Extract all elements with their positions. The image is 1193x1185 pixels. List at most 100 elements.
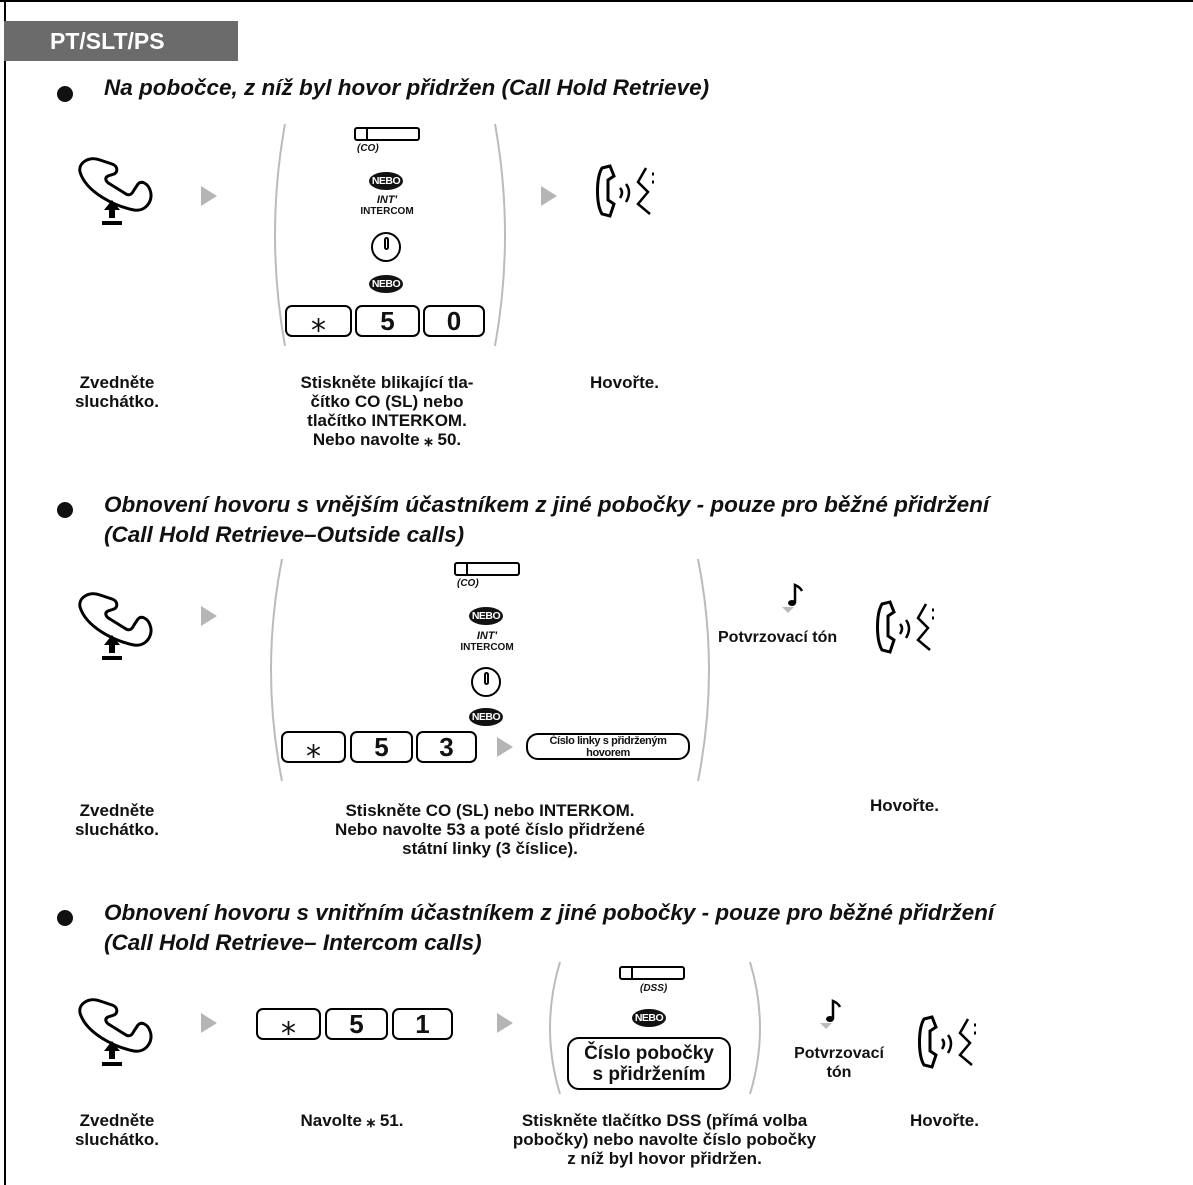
key-5[interactable]: 5 bbox=[325, 1008, 388, 1040]
tone-label-line2: tón bbox=[826, 1064, 852, 1081]
text: tlačítko bbox=[307, 411, 372, 430]
step2-line3: státní linky (3 číslice). bbox=[270, 839, 710, 858]
step-arrow bbox=[497, 737, 513, 757]
text: . bbox=[629, 801, 635, 820]
talk-icon bbox=[918, 1015, 976, 1069]
step-arrow bbox=[201, 1013, 217, 1033]
key-1[interactable]: 1 bbox=[392, 1008, 453, 1040]
step2-desc: Stiskněte blikající tla- čítko CO (SL) n… bbox=[272, 373, 502, 449]
co-button[interactable] bbox=[354, 127, 420, 141]
key-0[interactable]: 0 bbox=[423, 305, 485, 337]
tone-label-line1: Potvrzovací bbox=[794, 1045, 884, 1062]
step3-desc: Hovořte. bbox=[870, 796, 939, 815]
or-badge: NEBO bbox=[369, 275, 403, 293]
text: (SL) nebo bbox=[451, 801, 540, 820]
text: Nebo navolte bbox=[335, 820, 447, 839]
option-bracket bbox=[549, 961, 761, 1095]
co-label: (CO) bbox=[357, 143, 379, 154]
text: a poté bbox=[465, 820, 525, 839]
section3-heading-line1: Obnovení hovoru s vnitřním účastníkem z … bbox=[104, 900, 995, 925]
step1-desc: Zvedněte sluchátko. bbox=[74, 1111, 160, 1149]
bold: číslo přidržené bbox=[524, 820, 645, 839]
section3-heading-line2: (Call Hold Retrieve– Intercom calls) bbox=[104, 930, 482, 955]
int-label: INT' bbox=[376, 194, 398, 206]
text: Navolte ⁎ bbox=[300, 1111, 380, 1130]
step-arrow bbox=[541, 186, 557, 206]
key-star[interactable]: ⁎ bbox=[281, 731, 346, 764]
key-star[interactable]: ⁎ bbox=[256, 1008, 321, 1041]
step3-desc: Hovořte. bbox=[590, 373, 659, 392]
key-star[interactable]: ⁎ bbox=[285, 305, 352, 338]
step-arrow bbox=[201, 186, 217, 206]
step3-desc: Stiskněte tlačítko DSS (přímá volba pobo… bbox=[462, 1111, 867, 1168]
step-arrow bbox=[497, 1013, 513, 1033]
tone-label: Potvrzovací tón bbox=[718, 629, 838, 646]
bold: 53 bbox=[446, 820, 466, 839]
step2-line2: čítko CO (SL) nebo bbox=[272, 392, 502, 411]
step2-line1: Stiskněte CO (SL) nebo INTERKOM. bbox=[270, 801, 710, 820]
text: . bbox=[462, 411, 467, 430]
text: . bbox=[757, 1149, 762, 1168]
step3-line2: pobočky) nebo navolte číslo pobočky bbox=[462, 1130, 867, 1149]
co-bold: CO bbox=[354, 392, 381, 411]
handset-offhook-icon bbox=[78, 592, 153, 660]
section2-heading-line2: (Call Hold Retrieve–Outside calls) bbox=[104, 522, 465, 547]
music-note-icon bbox=[782, 583, 804, 613]
intercom-text: INTERCOM bbox=[460, 642, 514, 653]
step2-line3: tlačítko INTERKOM. bbox=[272, 411, 502, 430]
step3-line3: z níž byl hovor přidržen. bbox=[462, 1149, 867, 1168]
section3-heading: Obnovení hovoru s vnitřním účastníkem z … bbox=[104, 898, 994, 958]
key-5[interactable]: 5 bbox=[350, 731, 413, 763]
line-number-field[interactable]: Číslo linky s přidrženým hovorem bbox=[526, 733, 690, 760]
step2-desc: Navolte ⁎ 51. bbox=[262, 1111, 442, 1130]
tone-label: Potvrzovací tón bbox=[774, 1044, 904, 1082]
key-5[interactable]: 5 bbox=[355, 305, 420, 337]
section3-bullet bbox=[57, 910, 73, 926]
or-badge: NEBO bbox=[369, 172, 403, 190]
step2-line4: Nebo navolte ⁎ 50. bbox=[312, 430, 462, 449]
bold: z níž byl hovor přidržen bbox=[567, 1149, 758, 1168]
interkom-bold: INTERKOM bbox=[539, 801, 630, 820]
or-badge: NEBO bbox=[469, 607, 503, 625]
bold: státní linky bbox=[402, 839, 491, 858]
or-badge: NEBO bbox=[632, 1009, 666, 1027]
device-tab-label: PT/SLT/PS bbox=[50, 27, 165, 54]
option-bracket bbox=[270, 558, 710, 782]
intercom-button[interactable] bbox=[371, 232, 401, 262]
text: (SL) nebo bbox=[380, 392, 464, 411]
bold: 51 bbox=[379, 1111, 399, 1130]
left-border bbox=[4, 0, 6, 1185]
dss-button[interactable] bbox=[619, 966, 685, 980]
co-button[interactable] bbox=[454, 562, 520, 576]
dss-bold: DSS bbox=[666, 1111, 702, 1130]
section1-bullet bbox=[57, 86, 73, 102]
section1-heading: Na pobočce, z níž byl hovor přidržen (Ca… bbox=[104, 75, 710, 100]
key-3[interactable]: 3 bbox=[416, 731, 477, 763]
text: . bbox=[398, 1111, 404, 1130]
step2-line2: Nebo navolte 53 a poté číslo přidržené bbox=[270, 820, 710, 839]
interkom-bold: INTERKOM bbox=[371, 411, 463, 430]
step1-desc: Zvedněte sluchátko. bbox=[74, 801, 160, 839]
talk-icon bbox=[596, 164, 654, 218]
intercom-button[interactable] bbox=[471, 667, 501, 697]
int-label: INT' bbox=[476, 630, 498, 642]
music-note-icon bbox=[820, 999, 842, 1029]
co-label: (CO) bbox=[457, 578, 479, 589]
text: čítko bbox=[310, 392, 355, 411]
extension-number-field[interactable]: Číslo pobočky s přidržením bbox=[567, 1037, 731, 1090]
co-bold: CO bbox=[425, 801, 452, 820]
dss-label: (DSS) bbox=[640, 983, 668, 994]
text: Stiskněte bbox=[345, 801, 426, 820]
step-arrow bbox=[201, 606, 217, 626]
top-border bbox=[0, 0, 1193, 2]
or-badge: NEBO bbox=[469, 708, 503, 726]
talk-icon bbox=[876, 600, 934, 654]
step1-desc: Zvedněte sluchátko. bbox=[74, 373, 160, 411]
extension-label-line2: s přidržením bbox=[592, 1063, 706, 1085]
intercom-text: INTERCOM bbox=[360, 206, 414, 217]
device-tab: PT/SLT/PS bbox=[4, 21, 238, 61]
step4-desc: Hovořte. bbox=[910, 1111, 979, 1130]
extension-label-line1: Číslo pobočky bbox=[584, 1042, 714, 1064]
section2-bullet bbox=[57, 502, 73, 518]
